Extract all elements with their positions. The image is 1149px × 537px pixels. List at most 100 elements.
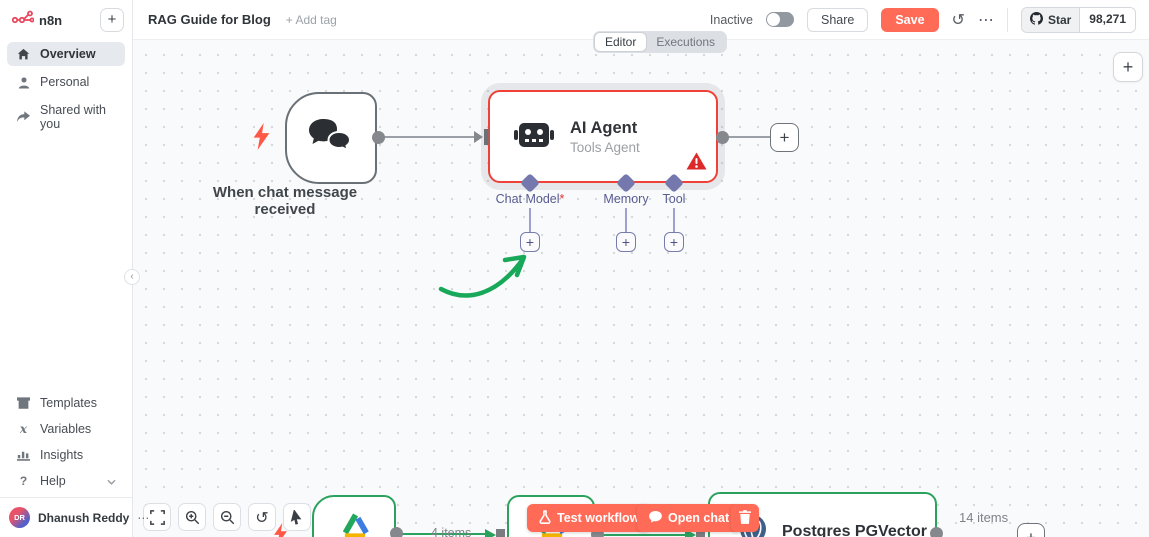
- github-star-button[interactable]: Star 98,271: [1020, 6, 1136, 33]
- canvas-toolbar: ↺: [143, 503, 311, 531]
- insights-chart-icon: [16, 449, 31, 461]
- fit-view-icon: [149, 509, 165, 525]
- sidebar-item-personal[interactable]: Personal: [7, 70, 125, 94]
- agent-node-subtitle: Tools Agent: [570, 139, 640, 155]
- home-icon: [16, 48, 31, 61]
- user-name: Dhanush Reddy: [38, 510, 130, 525]
- topbar-actions: Inactive Share Save ↺ ⋯ Star 98,271: [709, 6, 1136, 33]
- chat-node-label: When chat message received: [212, 184, 358, 218]
- sidebar-item-help[interactable]: ? Help: [7, 469, 125, 493]
- sidebar-item-label: Personal: [40, 75, 90, 89]
- tab-executions[interactable]: Executions: [656, 35, 716, 49]
- templates-icon: [16, 397, 31, 409]
- bottom-trigger-bolt-icon: [273, 523, 288, 537]
- chat-node-output-port[interactable]: [372, 131, 385, 144]
- zoom-out-button[interactable]: [213, 503, 241, 531]
- toggle-knob: [766, 13, 780, 26]
- sidebar-item-templates[interactable]: Templates: [7, 391, 125, 415]
- chat-icon: [649, 510, 662, 526]
- variables-icon: x: [19, 422, 28, 436]
- sidebar-item-shared-with-you[interactable]: Shared with you: [7, 98, 125, 136]
- sidebar-item-variables[interactable]: x Variables: [7, 417, 125, 441]
- help-icon: ?: [19, 474, 28, 488]
- add-node-button[interactable]: +: [1113, 52, 1143, 82]
- green-annotation-arrow: [438, 254, 527, 298]
- user-more-icon[interactable]: ⋯: [137, 510, 150, 525]
- save-button[interactable]: Save: [881, 7, 939, 32]
- google-drive-icon: [340, 513, 370, 537]
- add-tag-button[interactable]: + Add tag: [285, 12, 337, 27]
- open-chat-label: Open chat: [668, 511, 730, 525]
- share-arrow-icon: [16, 111, 31, 123]
- sidebar: n8n + Overview Personal Shared with you: [0, 0, 149, 537]
- memory-port-line: [625, 208, 627, 233]
- person-icon: [16, 76, 31, 89]
- delete-button[interactable]: [731, 504, 759, 532]
- tab-editor[interactable]: Editor: [595, 33, 647, 51]
- sidebar-item-label: Help: [40, 474, 66, 488]
- drive-node-output-port[interactable]: [591, 528, 604, 537]
- editor-executions-tabs: Editor Executions: [593, 31, 728, 53]
- add-chat-model-button[interactable]: +: [520, 232, 540, 252]
- flask-icon: [539, 509, 551, 527]
- postgres-node-title: Postgres PGVector: [782, 522, 927, 537]
- warning-icon: [686, 152, 707, 175]
- add-memory-button[interactable]: +: [616, 232, 636, 252]
- zoom-out-icon: [220, 510, 234, 524]
- logo-text: n8n: [39, 13, 63, 28]
- chat-trigger-node[interactable]: [285, 92, 377, 184]
- sidebar-bottom-group: Templates x Variables Insights ? Help: [0, 389, 132, 497]
- trigger-bolt-icon: [252, 123, 271, 155]
- sidebar-item-label: Variables: [40, 422, 92, 436]
- active-toggle[interactable]: [765, 12, 794, 27]
- add-tool-button[interactable]: +: [664, 232, 684, 252]
- connection-agent-to-plus[interactable]: [727, 136, 771, 139]
- undo-button[interactable]: ↺: [248, 503, 276, 531]
- append-node-plus-button[interactable]: +: [1017, 523, 1045, 537]
- chevron-down-icon: [107, 474, 116, 488]
- user-menu[interactable]: DR Dhanush Reddy ⋯: [0, 497, 149, 537]
- connection-chat-to-agent[interactable]: [383, 136, 475, 139]
- green-connection-arrowhead: [485, 528, 496, 537]
- node-input-port: [496, 529, 505, 537]
- undo-icon: ↺: [255, 507, 269, 527]
- sidebar-item-label: Overview: [40, 47, 96, 61]
- active-status-label: Inactive: [709, 12, 753, 27]
- items-count-badge: 14 items: [959, 510, 1009, 525]
- drive-node-output-port[interactable]: [390, 527, 403, 537]
- avatar: DR: [9, 507, 30, 528]
- postgres-node-output-port[interactable]: [930, 527, 943, 537]
- sidebar-item-insights[interactable]: Insights: [7, 443, 125, 467]
- sidebar-item-overview[interactable]: Overview: [7, 42, 125, 66]
- required-asterisk: *: [559, 192, 565, 206]
- ai-agent-node[interactable]: AI Agent Tools Agent: [488, 90, 718, 183]
- workflow-history-icon[interactable]: ↺: [951, 9, 965, 29]
- connection-drive-to-drive[interactable]: [401, 533, 486, 536]
- agent-node-title: AI Agent: [570, 118, 638, 137]
- test-workflow-button[interactable]: Test workflow: [527, 504, 652, 532]
- open-chat-button[interactable]: Open chat: [637, 504, 742, 532]
- pointer-tool-button[interactable]: [283, 503, 311, 531]
- more-options-icon[interactable]: ⋯: [977, 9, 994, 29]
- agent-node-output-port[interactable]: [716, 131, 729, 144]
- robot-icon: [514, 119, 554, 155]
- sidebar-item-label: Insights: [40, 448, 84, 462]
- zoom-in-button[interactable]: [178, 503, 206, 531]
- memory-port-label: Memory: [603, 192, 649, 206]
- node-input-port: [696, 529, 705, 537]
- new-workflow-button[interactable]: +: [100, 8, 124, 32]
- google-drive-trigger-node[interactable]: [312, 495, 396, 537]
- workflow-title[interactable]: RAG Guide for Blog: [148, 12, 271, 27]
- n8n-logo-icon: [11, 10, 35, 31]
- tool-port-label: Tool: [662, 192, 686, 206]
- share-button[interactable]: Share: [806, 7, 869, 32]
- append-node-plus-button[interactable]: +: [770, 123, 799, 152]
- workflow-canvas[interactable]: + When chat message received: [133, 40, 1149, 537]
- star-label: Star: [1047, 12, 1072, 27]
- github-icon: [1029, 11, 1043, 28]
- agent-input-connector: [474, 129, 489, 150]
- connection-drive-to-postgres[interactable]: [602, 534, 687, 537]
- zoom-to-fit-button[interactable]: [143, 503, 171, 531]
- sidebar-collapse-button[interactable]: ‹: [124, 269, 140, 285]
